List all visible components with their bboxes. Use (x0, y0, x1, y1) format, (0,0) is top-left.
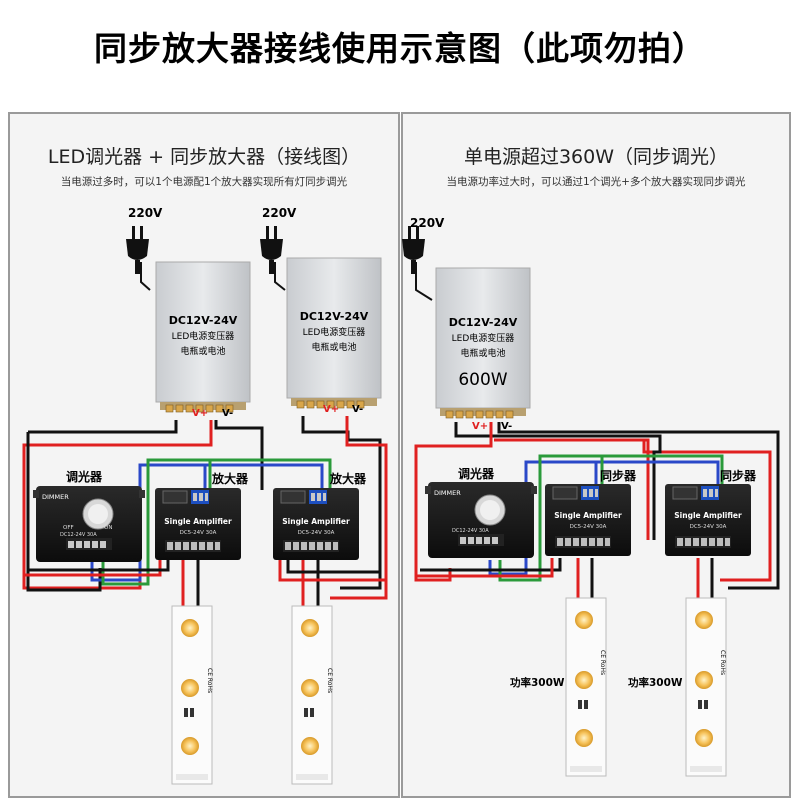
left-dimmer-label: 调光器 (66, 469, 103, 484)
left-wiring: 220V 220V DC12V-24V LED电源变压器 电瓶或电池 V+ V-… (22, 206, 388, 785)
left-panel-title: LED调光器 + 同步放大器（接线图） (47, 146, 361, 168)
right-panel-title: 单电源超过360W（同步调光） (463, 146, 729, 168)
left-amp1-spec: DC5-24V 30A (180, 530, 217, 536)
right-amp1-name: Single Amplifier (554, 511, 622, 520)
right-sync2-label: 同步器 (720, 468, 757, 483)
right-dimmer-brand: DIMMER (434, 489, 461, 497)
left-plug-label-2: 220V (262, 206, 297, 220)
psu2-line3: 电瓶或电池 (311, 341, 356, 353)
right-wiring: 220V DC12V-24V LED电源变压器 电瓶或电池 600W V+ V-… (402, 216, 780, 777)
left-dimmer-brand: DIMMER (42, 493, 69, 501)
psu2-vminus: V- (352, 404, 363, 415)
psu1-vplus: V+ (192, 408, 208, 419)
page-title: 同步放大器接线使用示意图（此项勿拍） (94, 29, 706, 68)
left-dimmer-off: OFF (63, 525, 74, 531)
right-dimmer-spec: DC12-24V 30A (452, 528, 489, 534)
psu2-line1: DC12V-24V (300, 310, 369, 323)
left-amp1-name: Single Amplifier (164, 517, 232, 526)
right-psu-watt: 600W (458, 370, 507, 390)
left-strip2-text: CE RoHs (326, 668, 333, 693)
left-amp1-label: 放大器 (211, 471, 249, 486)
psu2-line2: LED电源变压器 (303, 326, 366, 338)
right-strip1-text: CE RoHs (599, 650, 606, 675)
right-amp1-spec: DC5-24V 30A (570, 524, 607, 530)
right-amp2-name: Single Amplifier (674, 511, 742, 520)
right-amp2-spec: DC5-24V 30A (690, 524, 727, 530)
right-psu-line2: LED电源变压器 (452, 332, 515, 344)
right-plug-label: 220V (410, 216, 445, 230)
left-strip1-text: CE RoHs (206, 668, 213, 693)
psu2-vplus: V+ (323, 404, 339, 415)
left-dimmer-spec: DC12-24V 30A (60, 532, 97, 538)
right-panel-subtitle: 当电源功率过大时，可以通过1个调光+多个放大器实现同步调光 (446, 176, 746, 188)
left-dimmer-on: ON (104, 525, 112, 531)
right-strip2-text: CE RoHs (719, 650, 726, 675)
right-psu-vplus: V+ (472, 421, 488, 432)
right-power-label-2: 功率300W (628, 676, 683, 689)
right-sync1-label: 同步器 (600, 468, 637, 483)
right-power-label-1: 功率300W (510, 676, 565, 689)
right-dimmer-label: 调光器 (458, 466, 495, 481)
psu1-vminus: V- (222, 408, 233, 419)
left-plug-label-1: 220V (128, 206, 163, 220)
right-psu-line1: DC12V-24V (449, 316, 518, 329)
left-panel-subtitle: 当电源过多时，可以1个电源配1个放大器实现所有灯同步调光 (60, 176, 348, 188)
left-amp2-spec: DC5-24V 30A (298, 530, 335, 536)
right-psu-line3: 电瓶或电池 (460, 347, 505, 359)
psu1-line1: DC12V-24V (169, 314, 238, 327)
right-psu-vminus: V- (501, 421, 512, 432)
left-amp2-label: 放大器 (329, 471, 367, 486)
psu1-line2: LED电源变压器 (172, 330, 235, 342)
psu1-line3: 电瓶或电池 (180, 345, 225, 357)
left-amp2-name: Single Amplifier (282, 517, 350, 526)
